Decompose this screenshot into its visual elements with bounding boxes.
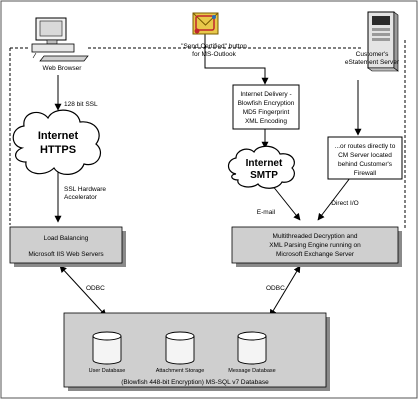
cloud-icon	[12, 109, 101, 175]
send-certified-label: "Send Certified" button	[181, 43, 247, 50]
load-balancing-box	[9, 226, 126, 267]
internet-delivery-line3: MD5 Fingerprint	[243, 109, 290, 116]
customer-server-label: Customer's	[356, 51, 389, 58]
customer-server-label-line2: eStatement Server	[345, 59, 400, 66]
database-cylinder-icon	[92, 331, 122, 365]
message-database-label: Message Database	[228, 368, 275, 374]
internet-smtp-title: Internet	[246, 158, 283, 169]
edge-label-ssl: 128 bit SSL	[64, 101, 98, 108]
routes-directly-line3: behind Customer's	[338, 161, 393, 168]
cloud-icon	[227, 145, 295, 189]
exchange-engine-box	[231, 226, 402, 267]
routes-directly-line1: ...or routes directly to	[335, 143, 396, 150]
edge-label-odbc-left: ODBC	[86, 285, 105, 292]
computer-icon	[31, 17, 89, 62]
internet-delivery-box	[232, 84, 300, 130]
internet-delivery-line4: XML Encoding	[245, 118, 287, 125]
routes-directly-line4: Firewall	[354, 170, 377, 177]
routes-directly-line2: CM Server located	[338, 152, 392, 159]
user-database-label: User Database	[89, 368, 126, 374]
load-balancing-title: Load Balancing	[44, 235, 89, 242]
routes-directly-box	[327, 136, 403, 180]
internet-smtp-subtitle: SMTP	[250, 170, 278, 181]
server-tower-icon	[367, 11, 399, 72]
edge-label-odbc-right: ODBC	[266, 285, 285, 292]
exchange-engine-line3: Microsoft Exchange Server	[276, 251, 355, 258]
send-certified-label-line2: for MS-Outlook	[192, 51, 236, 58]
internet-delivery-line2: Blowfish Encryption	[238, 100, 295, 107]
attachment-storage-label: Attachment Storage	[156, 368, 205, 374]
load-balancing-subtitle: Microsoft IIS Web Servers	[28, 251, 104, 258]
database-caption: (Blowfish 448-bit Encryption) MS-SQL v7 …	[121, 379, 269, 386]
edge-label-ssl-accelerator: SSL Hardware	[64, 186, 106, 193]
web-browser-label: Web Browser	[43, 65, 83, 72]
outlook-certified-icon	[192, 12, 219, 35]
edge-label-direct-io: Direct I/O	[331, 200, 358, 207]
edge-label-email: E-mail	[257, 209, 276, 216]
database-cylinder-icon	[165, 331, 195, 365]
internet-https-subtitle: HTTPS	[40, 144, 76, 156]
edge-label-ssl-accelerator-line2: Accelerator	[64, 194, 98, 201]
internet-delivery-line1: Internet Delivery -	[240, 91, 291, 98]
exchange-engine-line1: Multithreaded Decryption and	[273, 233, 358, 240]
connectors	[9, 34, 406, 317]
exchange-engine-line2: XML Parsing Engine running on	[269, 242, 361, 249]
internet-https-title: Internet	[38, 130, 79, 142]
database-cylinder-icon	[237, 331, 267, 365]
